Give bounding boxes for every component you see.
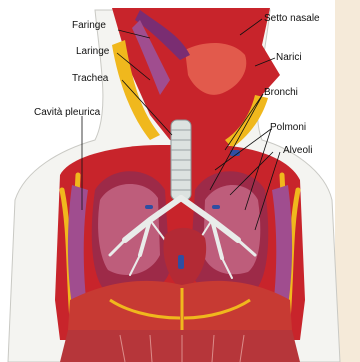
label-cavita-pleurica: Cavità pleurica bbox=[34, 107, 100, 119]
right-lung-surface bbox=[203, 185, 260, 274]
label-trachea: Trachea bbox=[72, 73, 108, 85]
label-polmoni: Polmoni bbox=[270, 122, 306, 134]
background-strip bbox=[335, 0, 360, 362]
label-bronchi: Bronchi bbox=[264, 87, 298, 99]
left-lung-surface bbox=[98, 184, 160, 275]
abdominal-wall bbox=[60, 330, 300, 362]
label-setto-nasale: Setto nasale bbox=[264, 13, 320, 25]
label-alveoli: Alveoli bbox=[283, 145, 312, 157]
diaphragm bbox=[68, 281, 292, 330]
label-laringe: Laringe bbox=[76, 46, 109, 58]
label-faringe: Faringe bbox=[72, 20, 106, 32]
label-narici: Narici bbox=[276, 52, 302, 64]
